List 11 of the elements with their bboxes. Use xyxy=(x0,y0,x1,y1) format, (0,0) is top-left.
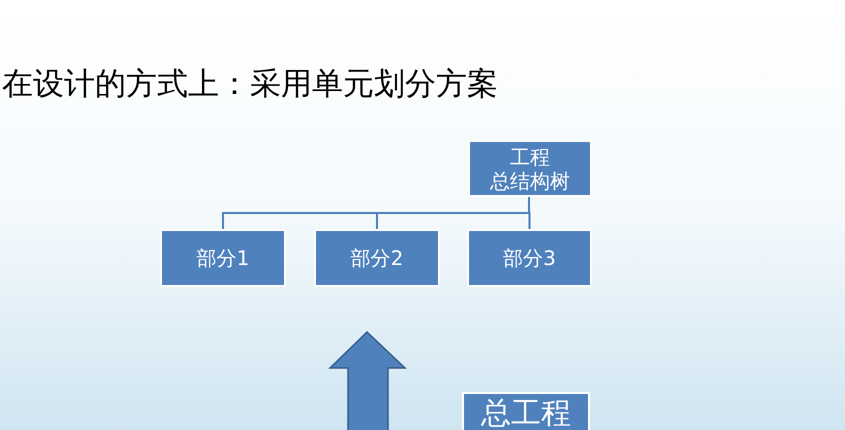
box-label: 部分3 xyxy=(502,246,557,270)
slide-title: 在设计的方式上：采用单元划分方案 xyxy=(2,65,498,104)
box-label: 部分2 xyxy=(350,246,404,270)
box-label: 总结构树 xyxy=(489,168,571,192)
box-label: 工程 xyxy=(509,144,551,168)
tree-box xyxy=(314,229,440,287)
tree-box xyxy=(467,229,592,287)
box-label: 总工程 xyxy=(480,396,572,430)
tree-box xyxy=(160,229,286,287)
tree-box xyxy=(468,140,592,197)
box-label: 部分1 xyxy=(196,246,250,270)
